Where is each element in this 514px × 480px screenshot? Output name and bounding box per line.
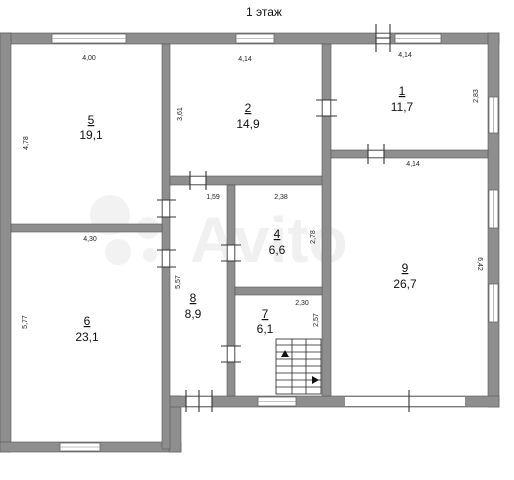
door-room1-room9 (367, 144, 385, 164)
dimension-labels: 4,00 4,78 4,14 3,61 4,14 2,83 4,14 6,42 … (22, 52, 483, 329)
dim-room5-width: 4,00 (82, 55, 96, 62)
room-6-label: 6 23,1 (75, 314, 99, 344)
watermark-text: Avito (190, 204, 348, 276)
dim-room9-height: 6,42 (476, 257, 483, 271)
window-right-room1 (488, 96, 499, 134)
svg-text:6,6: 6,6 (269, 243, 286, 257)
svg-text:11,7: 11,7 (391, 100, 414, 114)
dim-room6-width: 4,30 (83, 236, 97, 243)
door-room2 (189, 171, 207, 190)
dim-room6-height: 5,77 (22, 315, 29, 329)
windows (51, 33, 499, 452)
door-room2-room1 (316, 99, 337, 117)
arrow-right-icon (312, 376, 319, 384)
window-right-room9-a (488, 189, 499, 229)
door-room6 (157, 249, 176, 268)
svg-text:8: 8 (190, 291, 197, 305)
room-4-label: 4 6,6 (269, 227, 286, 257)
svg-text:2: 2 (245, 101, 252, 115)
room-9-label: 9 26,7 (393, 261, 417, 291)
svg-text:1: 1 (399, 84, 406, 98)
dim-room2-width: 4,14 (238, 56, 252, 63)
dim-room8-height: 5,57 (175, 275, 182, 289)
window-top-room1 (394, 33, 442, 44)
dim-room4-width: 2,38 (274, 194, 288, 201)
door-bottom-room9 (345, 390, 465, 412)
svg-text:19,1: 19,1 (79, 128, 103, 142)
svg-text:4: 4 (274, 227, 281, 241)
svg-text:9: 9 (402, 261, 409, 275)
dim-room4-height: 2,78 (310, 230, 317, 244)
room-5-label: 5 19,1 (79, 113, 103, 142)
dim-room1-height: 2,83 (473, 89, 480, 103)
svg-text:5: 5 (88, 113, 95, 127)
door-room4 (221, 244, 241, 262)
svg-text:6: 6 (84, 314, 91, 328)
door-bottom-corridor (185, 390, 213, 412)
svg-text:23,1: 23,1 (75, 330, 99, 344)
doors (157, 24, 465, 412)
stairs (275, 338, 322, 395)
arrow-up-icon (281, 350, 289, 357)
dim-room2-height: 3,61 (177, 107, 184, 121)
door-top-entrance (375, 24, 391, 52)
svg-text:8,9: 8,9 (185, 307, 202, 321)
floor-title: 1 этаж (246, 5, 282, 19)
window-top-room5 (51, 33, 127, 44)
svg-text:7: 7 (262, 307, 269, 321)
dim-room7-width: 2,30 (295, 300, 309, 307)
window-top-room2 (235, 33, 275, 44)
room-8-label: 8 8,9 (185, 291, 202, 321)
svg-text:14,9: 14,9 (236, 117, 260, 131)
window-bottom-room6 (59, 442, 101, 452)
dim-room5-height: 4,78 (23, 136, 30, 150)
svg-text:6,1: 6,1 (257, 322, 274, 336)
window-bottom-room7 (257, 396, 297, 407)
door-room5 (157, 199, 176, 218)
dim-corridor-width: 1,59 (206, 194, 220, 201)
dim-room9-width: 4,14 (406, 161, 420, 168)
room-7-label: 7 6,1 (257, 307, 274, 336)
door-room7 (221, 345, 241, 363)
window-right-room9-b (488, 283, 499, 323)
dim-room7-height: 2,57 (313, 313, 320, 327)
svg-text:26,7: 26,7 (393, 277, 417, 291)
dim-room1-width: 4,14 (398, 52, 412, 59)
room-1-label: 1 11,7 (391, 84, 414, 114)
room-2-label: 2 14,9 (236, 101, 260, 131)
